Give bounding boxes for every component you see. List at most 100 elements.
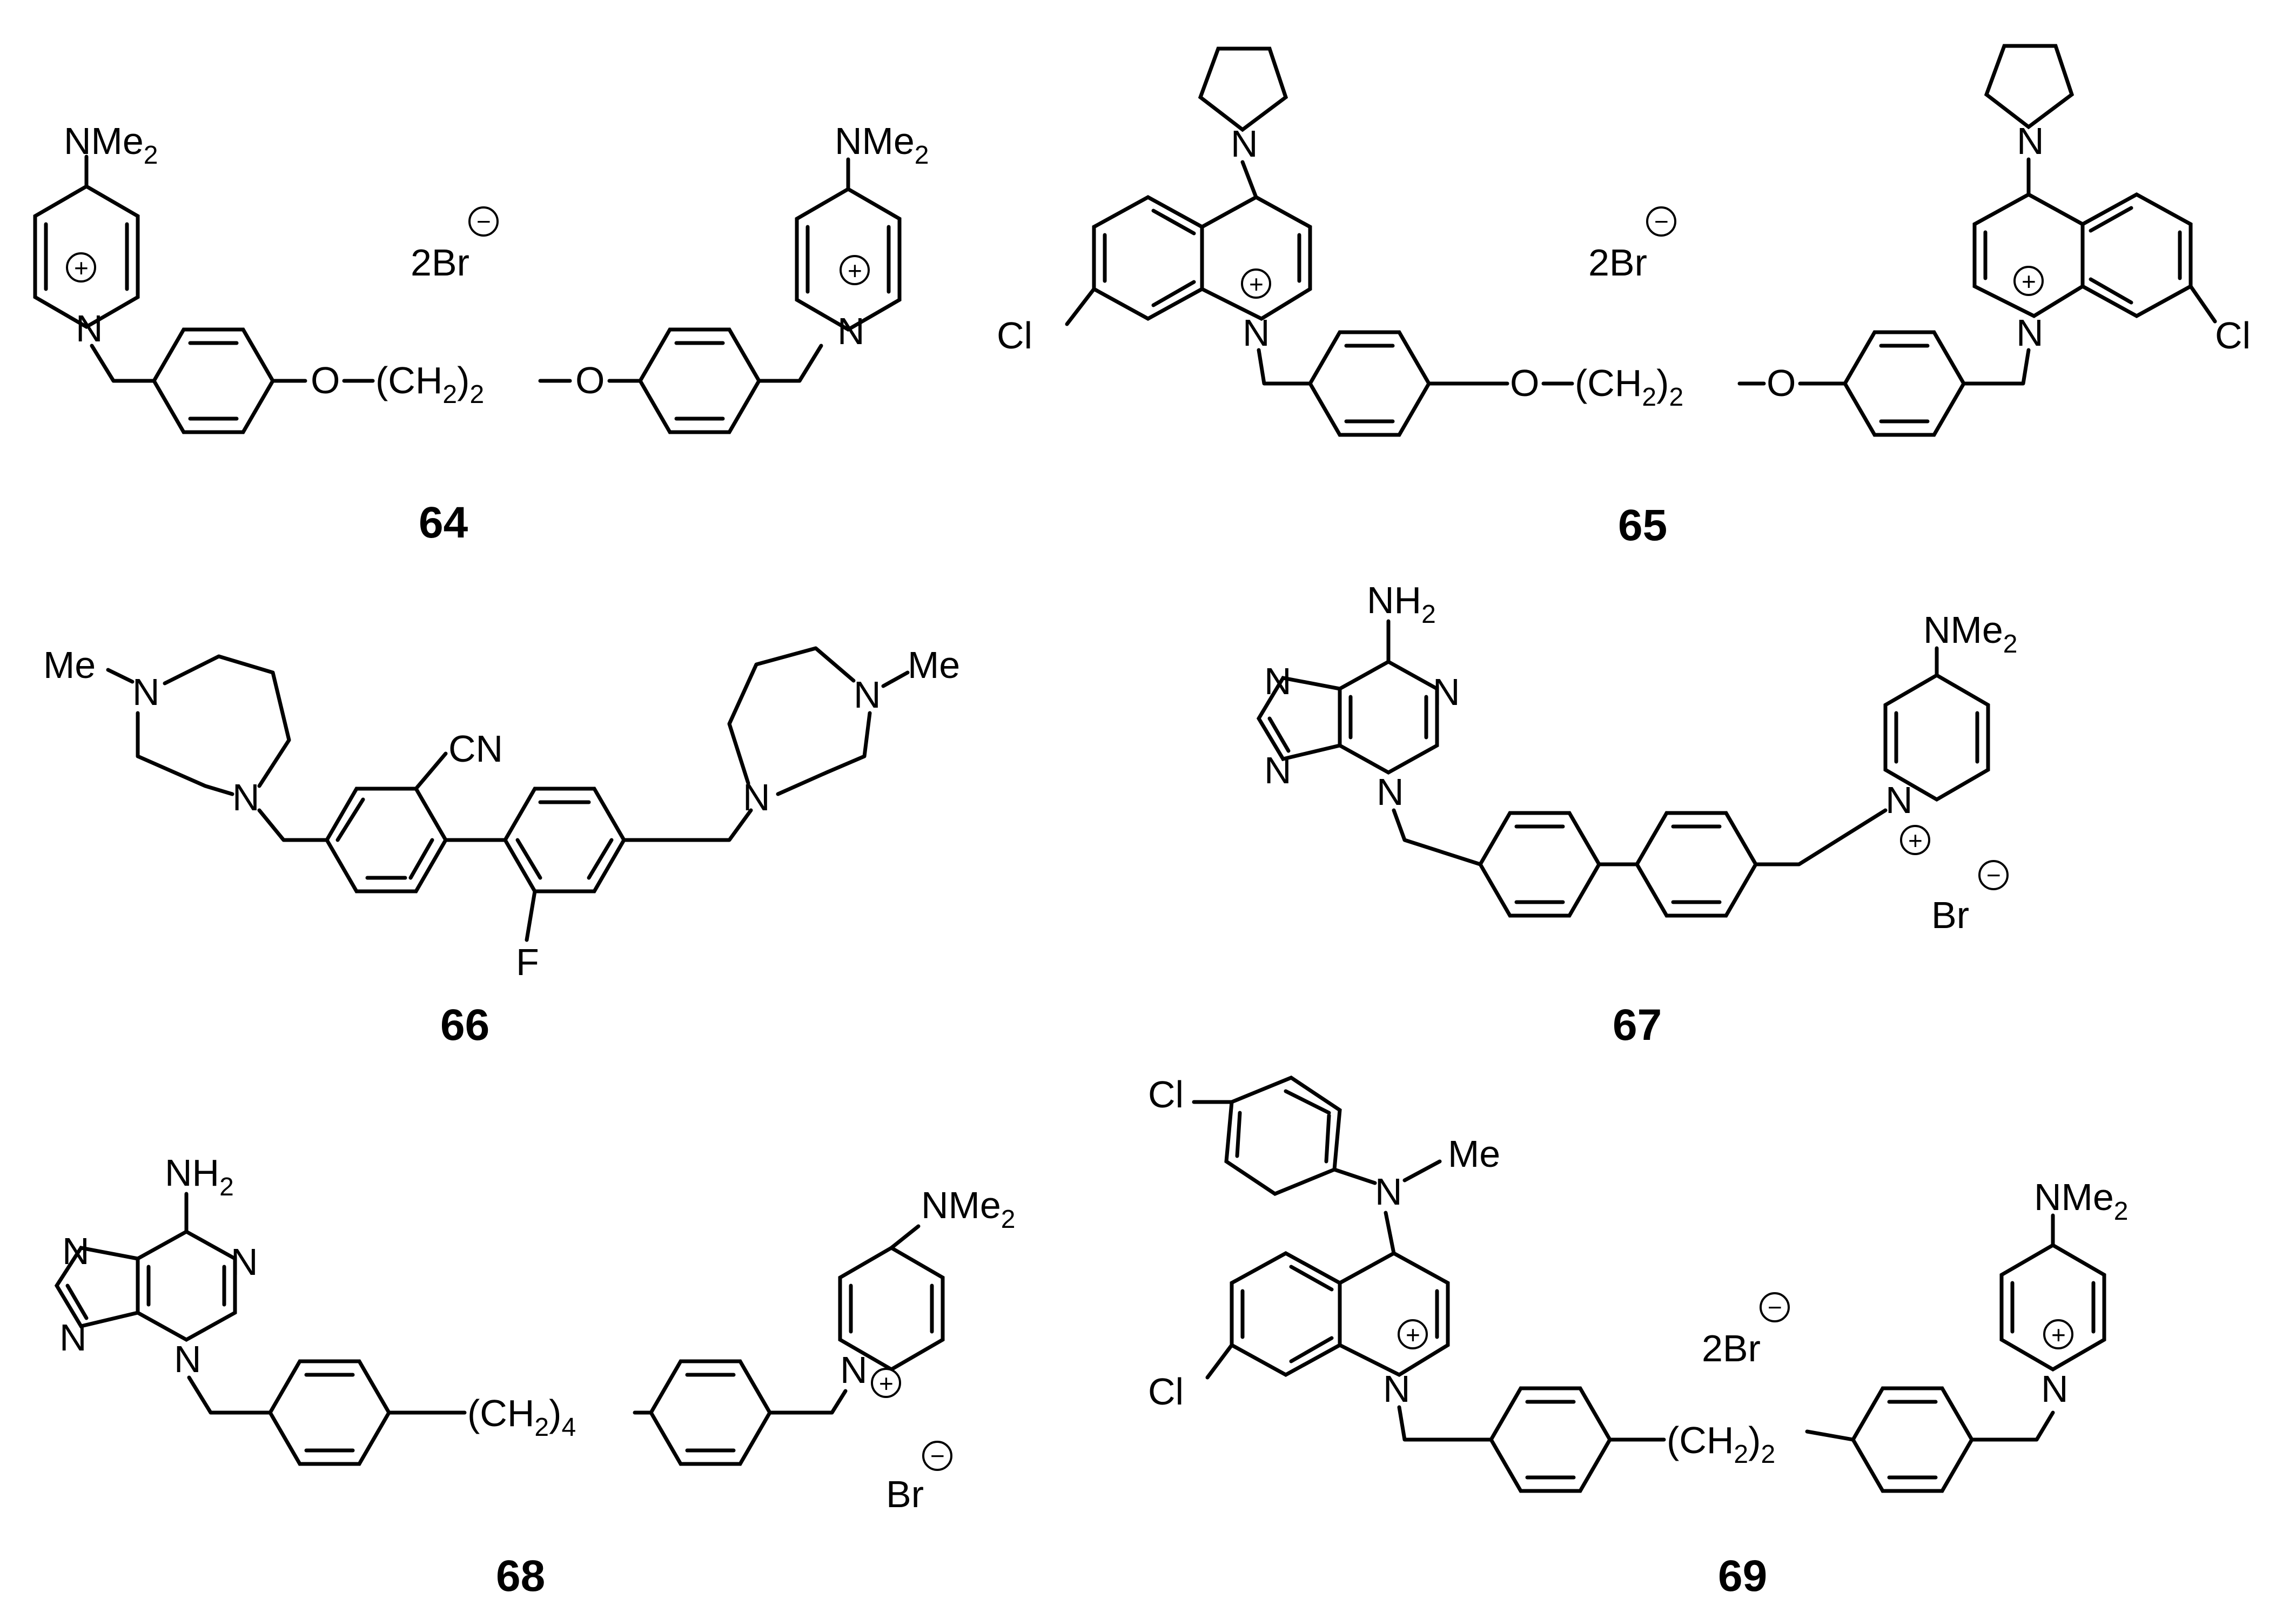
ring-double-bond bbox=[1324, 1113, 1331, 1164]
nme2-label: NMe2 bbox=[835, 120, 929, 170]
bond bbox=[187, 1375, 272, 1415]
nitrile-label: CN bbox=[448, 728, 503, 770]
diazepane-n-label: N bbox=[132, 671, 160, 713]
ring-double-bond bbox=[1151, 209, 1196, 236]
pyridinium-n-label: N bbox=[837, 310, 865, 352]
compound-67: NH2 N N N N N + NMe2 Br − 67 bbox=[1256, 579, 2018, 1050]
diazepane-ring bbox=[727, 646, 856, 785]
bond bbox=[1205, 1343, 1234, 1380]
purine-n-label: N bbox=[231, 1241, 258, 1283]
chlorophenyl-ring bbox=[1224, 1076, 1342, 1196]
diazepane-ring bbox=[136, 711, 234, 796]
quinolinium-ring bbox=[1200, 195, 1312, 321]
purine-n-label: N bbox=[59, 1316, 87, 1359]
charge-plus: + bbox=[848, 257, 862, 285]
diazepane-ring bbox=[163, 654, 291, 788]
charge-minus: − bbox=[1654, 207, 1669, 236]
ring-double-bond bbox=[335, 797, 365, 842]
bond bbox=[1240, 160, 1258, 199]
diazepane-n-label: N bbox=[232, 776, 260, 818]
quinolinium-benzo-ring bbox=[1230, 1251, 1342, 1377]
linker-label: (CH2)2 bbox=[375, 359, 484, 409]
pyridinium-n-label: N bbox=[840, 1349, 868, 1391]
positive-charge-icon bbox=[871, 1368, 901, 1398]
linker-label: (CH2)2 bbox=[1575, 362, 1683, 412]
bond bbox=[889, 1224, 921, 1250]
ring-double-bond bbox=[2089, 277, 2133, 305]
chlorine-label: Cl bbox=[997, 314, 1032, 357]
linker-label: (CH2)4 bbox=[467, 1392, 576, 1442]
negative-charge-icon bbox=[1760, 1292, 1790, 1322]
pyridinium-n-label: N bbox=[2041, 1368, 2069, 1410]
compound-69: Cl N Me Cl + N (CH2)2 bbox=[1148, 1073, 2129, 1601]
pyridinium-n-label: N bbox=[76, 307, 103, 350]
bond bbox=[1397, 1405, 1493, 1442]
quinolinium-n-label: N bbox=[1383, 1368, 1411, 1410]
purine-n-label: N bbox=[1264, 660, 1292, 702]
purine-n-label: N bbox=[1433, 671, 1460, 713]
positive-charge-icon bbox=[2043, 1319, 2073, 1349]
ring-double-bond bbox=[587, 838, 614, 880]
charge-plus: + bbox=[74, 254, 89, 282]
bond bbox=[1257, 348, 1312, 386]
compound-68: NH2 N N N N (CH2)4 N + NMe2 Br − 68 bbox=[54, 1152, 1016, 1601]
purine-n-label: N bbox=[1377, 771, 1404, 813]
bond bbox=[757, 344, 823, 383]
compound-65: N Cl + N O (CH2)2 O Cl bbox=[997, 44, 2251, 550]
ring-double-bond bbox=[65, 1284, 89, 1320]
charge-minus: − bbox=[1986, 861, 2001, 889]
charge-plus: + bbox=[1908, 826, 1923, 855]
amine-label: NH2 bbox=[1367, 579, 1436, 629]
diazepane-n-label: N bbox=[854, 674, 881, 716]
bond bbox=[1402, 1159, 1442, 1182]
bond bbox=[768, 1389, 848, 1415]
nme2-label: NMe2 bbox=[1923, 609, 2018, 658]
ring-double-bond bbox=[515, 838, 542, 880]
ether-oxygen-label: O bbox=[1767, 362, 1796, 404]
nme2-label: NMe2 bbox=[64, 120, 158, 170]
bond bbox=[414, 751, 448, 791]
nme2-label: NMe2 bbox=[2034, 1176, 2129, 1226]
quinolinium-n-label: N bbox=[1243, 312, 1270, 354]
bond bbox=[1970, 1410, 2055, 1442]
quinolinium-ring bbox=[1972, 192, 2085, 318]
compound-number: 67 bbox=[1613, 1000, 1662, 1050]
imidazole-ring bbox=[54, 1246, 140, 1328]
bond bbox=[1805, 1429, 1855, 1442]
counterion-label: 2Br bbox=[411, 241, 469, 284]
bond bbox=[1754, 808, 1888, 866]
pyrrolidine-n-label: N bbox=[1231, 123, 1258, 165]
positive-charge-icon bbox=[66, 252, 96, 283]
positive-charge-icon bbox=[840, 255, 870, 285]
amine-n-label: N bbox=[1375, 1171, 1402, 1213]
compound-number: 65 bbox=[1618, 501, 1667, 550]
negative-charge-icon bbox=[1978, 860, 2009, 890]
pyrrolidine-ring bbox=[1198, 46, 1288, 132]
compound-number: 66 bbox=[440, 1000, 489, 1050]
negative-charge-icon bbox=[468, 206, 499, 237]
bond bbox=[525, 889, 537, 942]
ether-oxygen-label: O bbox=[311, 359, 340, 401]
bond bbox=[1065, 287, 1096, 326]
ring-double-bond bbox=[1235, 1111, 1242, 1158]
pyridinium-ring bbox=[33, 184, 140, 330]
counterion-label: 2Br bbox=[1588, 241, 1647, 284]
charge-plus: + bbox=[879, 1369, 894, 1397]
nme2-label: NMe2 bbox=[921, 1184, 1016, 1234]
positive-charge-icon bbox=[1241, 268, 1271, 299]
ring-double-bond bbox=[408, 838, 434, 880]
bond bbox=[1392, 808, 1482, 866]
pyrrolidine-ring bbox=[1984, 44, 2075, 130]
ring-double-bond bbox=[1289, 1336, 1334, 1363]
pyrimidine-ring bbox=[1338, 659, 1439, 775]
charge-plus: + bbox=[2022, 267, 2036, 295]
compound-66: Me N N CN F N N Me 66 bbox=[43, 644, 960, 1050]
quinolinium-n-label: N bbox=[2016, 312, 2044, 354]
ring-double-bond bbox=[1151, 280, 1196, 307]
bond bbox=[622, 808, 753, 842]
chlorine-label: Cl bbox=[1148, 1073, 1184, 1116]
charge-minus: − bbox=[476, 207, 491, 236]
bond bbox=[257, 808, 329, 842]
positive-charge-icon bbox=[1900, 825, 1930, 855]
